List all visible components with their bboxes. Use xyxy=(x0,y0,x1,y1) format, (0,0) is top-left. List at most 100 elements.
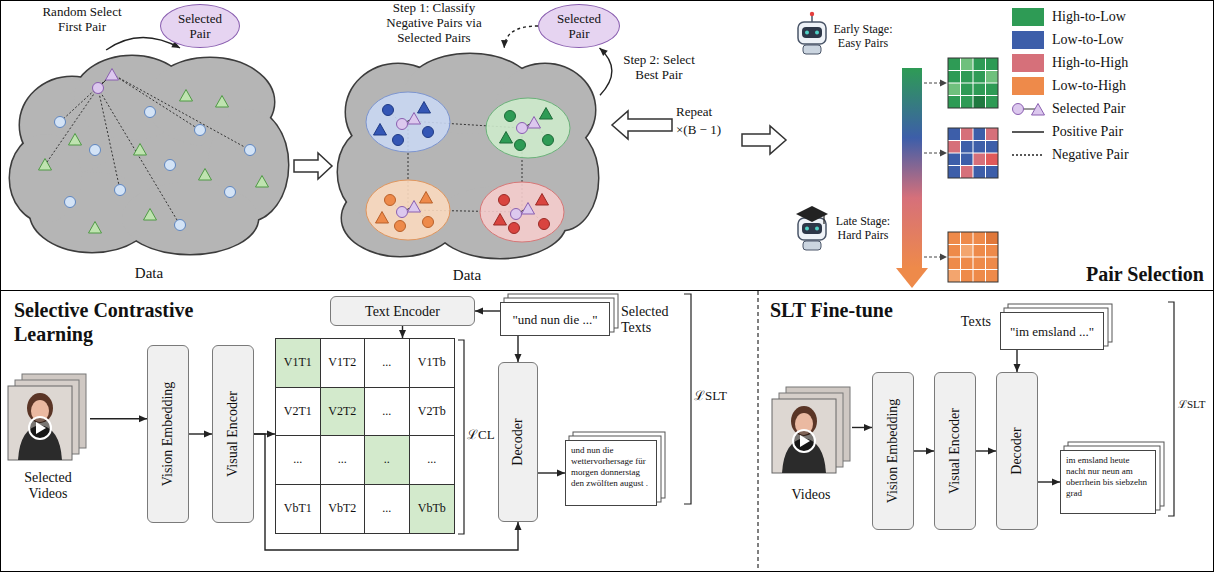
node-heading: Selected Texts xyxy=(621,304,677,336)
data-cloud-shape xyxy=(338,54,598,258)
text-label: ℒSLT xyxy=(694,388,727,403)
selected-pair-mark xyxy=(511,209,522,220)
pair-matrix xyxy=(986,128,999,141)
sample-circle xyxy=(115,185,126,196)
arrow-head xyxy=(515,354,522,362)
sample-circle xyxy=(55,117,66,128)
arrow-head xyxy=(204,431,212,438)
video-frames xyxy=(772,387,850,473)
connector-line xyxy=(504,26,538,48)
process-box: Decoder xyxy=(996,372,1038,530)
node-text: Selected Pair xyxy=(549,11,609,41)
negative-pair-line xyxy=(408,121,522,212)
legend-row: High-to-Low xyxy=(1012,8,1208,26)
hollow-arrow xyxy=(742,126,786,154)
selected-pair-mark xyxy=(397,119,408,130)
process-box: Visual Encoder xyxy=(212,345,254,523)
connector xyxy=(1038,479,1060,486)
frame-lines xyxy=(0,290,1214,291)
legend-line-sample xyxy=(1012,131,1044,133)
selected-pair-mark xyxy=(408,113,421,125)
cluster-dots xyxy=(383,105,394,116)
matrix-cell: ... xyxy=(321,436,366,485)
node-text: Vision Embedding xyxy=(885,399,901,504)
matrix-cell: VbT1 xyxy=(276,485,321,534)
connector xyxy=(475,308,500,315)
panel-heading: Pair Selection xyxy=(1086,262,1204,286)
cluster-blob xyxy=(366,92,570,242)
data-cloud-shape xyxy=(10,54,598,258)
cluster-dots xyxy=(385,195,396,206)
cluster-dots xyxy=(539,219,550,230)
matrix-cell: ... xyxy=(365,485,410,534)
cluster-blob xyxy=(480,182,564,242)
data-cloud-shape xyxy=(10,56,288,254)
selected-pair-mark xyxy=(528,117,541,129)
cluster-dots xyxy=(418,102,431,114)
selected-pair-mark xyxy=(408,201,421,213)
text-label: Step 1: Classify Negative Pairs via Sele… xyxy=(372,0,496,45)
panel-heading: SLT Fine-tune xyxy=(770,298,893,322)
arrow-head xyxy=(988,448,996,455)
frame-lines xyxy=(758,291,759,572)
legend-row: Low-to-High xyxy=(1012,77,1208,95)
panel-heading: Selective Contrastive Learning xyxy=(14,298,244,346)
selected-pair-mark xyxy=(1013,104,1024,115)
node-text: "und nun die ..." xyxy=(513,312,598,327)
cluster-dots xyxy=(515,140,526,151)
connector xyxy=(914,448,934,455)
legend-swatch xyxy=(1012,31,1044,49)
node-text: Text Encoder xyxy=(365,304,440,319)
matrix-cell: ... xyxy=(276,436,321,485)
robot-icon xyxy=(798,12,826,54)
sample-circle xyxy=(90,145,101,156)
pair-matrix xyxy=(948,128,998,178)
cell-text: V1T1 xyxy=(284,355,312,370)
node-text: Visual Encoder xyxy=(225,391,241,477)
cluster-dots xyxy=(420,192,433,204)
connector xyxy=(254,434,522,550)
negative-pair-line xyxy=(45,74,548,225)
sample-triangle xyxy=(69,134,82,146)
arrow-head xyxy=(1014,364,1021,372)
leader-arrow xyxy=(924,80,947,261)
connector xyxy=(294,153,332,179)
cluster-blob xyxy=(366,180,450,240)
connector-line xyxy=(254,434,518,550)
legend-text: Negative Pair xyxy=(1052,146,1129,164)
connector xyxy=(189,431,212,438)
sample-circle xyxy=(145,107,156,118)
sample-circle xyxy=(195,125,206,136)
selected-pair-mark xyxy=(106,69,119,81)
cluster-dots xyxy=(374,124,387,136)
video-frames xyxy=(8,374,86,460)
video-input: Videos xyxy=(770,385,852,503)
process-box: Decoder xyxy=(498,362,538,522)
robot-icon xyxy=(823,213,824,224)
pair-matrix xyxy=(961,128,974,141)
pair-matrix xyxy=(961,58,974,71)
text-label: Repeat xyxy=(676,104,712,119)
pair-matrix xyxy=(948,232,998,282)
sample-circle xyxy=(65,197,76,208)
cell-text: V2Tb xyxy=(418,404,446,419)
section-panel: Selective Contrastive LearningSelected V… xyxy=(0,291,758,572)
legend-row: Positive Pair xyxy=(1012,123,1208,141)
cluster-dots xyxy=(536,194,549,206)
cell-text: ... xyxy=(382,404,391,419)
node-text: Visual Encoder xyxy=(947,408,963,494)
cell-text: ... xyxy=(427,452,436,467)
cell-text: .. xyxy=(384,452,390,467)
arrow-head xyxy=(267,431,275,438)
text-document: "im emsland ..."Texts xyxy=(1000,312,1104,350)
selected-pair: Selected Pair xyxy=(160,4,240,48)
pair-matrix xyxy=(986,71,999,84)
sample-circle xyxy=(225,187,236,198)
hollow-arrow xyxy=(294,153,332,179)
text-document: "und nun die ..."Selected Texts xyxy=(500,302,610,336)
arrow-head xyxy=(501,40,508,48)
matrix-cell: V1T2 xyxy=(321,339,366,388)
arrow-head xyxy=(600,48,608,56)
legend-line-sample xyxy=(1012,154,1044,156)
